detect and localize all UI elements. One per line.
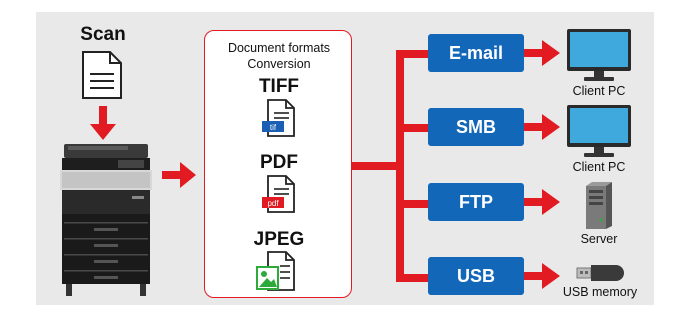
conversion-title-line1: Document formats [227,41,331,55]
monitor-icon [567,29,631,81]
pdf-file-icon: pdf [262,175,295,213]
image-icon [256,251,295,291]
server-label: Server [580,232,618,246]
server-icon [586,182,612,229]
smb-button[interactable]: SMB [428,108,524,146]
arrow-right-icon [524,40,560,66]
usb-button[interactable]: USB [428,257,524,295]
arrow-down-icon [90,106,116,140]
arrow-right-icon [524,189,560,215]
client-pc-label: Client PC [572,84,626,98]
mfp-printer-icon [60,144,152,296]
tiff-badge-text: tif [270,123,277,132]
arrow-right-icon [162,162,196,188]
tiff-file-icon: tif [262,99,295,137]
format-name-pdf: PDF [260,152,298,173]
format-name-tiff: TIFF [258,76,300,97]
conversion-title-line2: Conversion [247,57,311,71]
document-icon [82,51,122,99]
ftp-button[interactable]: FTP [428,183,524,221]
format-name-jpeg: JPEG [253,229,305,250]
usb-memory-label: USB memory [562,285,638,299]
email-button[interactable]: E-mail [428,34,524,72]
monitor-icon [567,105,631,157]
arrow-right-icon [524,263,560,289]
distribution-connector [352,50,432,282]
client-pc-label: Client PC [572,160,626,174]
arrow-right-icon [524,114,560,140]
scan-label: Scan [80,24,126,45]
usb-stick-icon [576,265,624,281]
pdf-badge-text: pdf [267,199,279,208]
